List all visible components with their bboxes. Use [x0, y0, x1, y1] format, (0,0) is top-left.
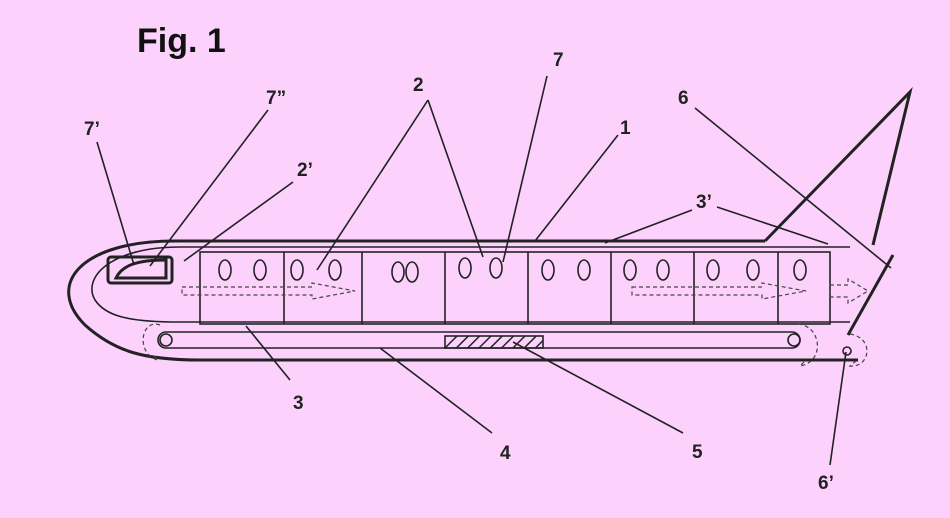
leader-2a	[316, 99, 429, 271]
flow-arrow-right	[631, 282, 807, 300]
leader-2b	[427, 99, 484, 258]
rear-roller	[842, 346, 852, 356]
label-6-prime: 6’	[818, 473, 834, 494]
cabin-windows	[218, 257, 807, 283]
leader-3p-b	[716, 206, 829, 245]
label-1: 1	[620, 118, 631, 139]
left-roller	[159, 333, 173, 347]
leader-3	[245, 325, 291, 381]
flow-arrow-exit	[829, 277, 870, 305]
leader-7p	[96, 141, 135, 266]
label-2-prime: 2’	[297, 160, 313, 181]
label-2: 2	[413, 75, 424, 96]
label-7-double-prime: 7”	[266, 88, 286, 109]
rotation-arrow-rear	[848, 333, 868, 367]
leader-7	[502, 75, 548, 263]
label-5: 5	[692, 442, 703, 463]
tail-fin	[763, 87, 913, 246]
label-7-prime: 7’	[84, 119, 100, 140]
label-3-prime: 3’	[696, 192, 712, 213]
leader-3p-a	[604, 209, 693, 244]
label-7: 7	[553, 50, 564, 71]
leader-7pp	[149, 109, 269, 267]
leader-6	[694, 107, 892, 269]
leader-5	[512, 341, 684, 434]
inner-nose-contour	[91, 246, 850, 323]
leader-2p	[183, 181, 294, 262]
rotation-arrow-right	[797, 323, 818, 367]
flow-arrow-left	[181, 282, 356, 300]
cockpit-windshield	[113, 258, 168, 280]
outer-hull	[67, 239, 858, 362]
cockpit-window-frame	[106, 255, 174, 285]
label-6: 6	[678, 88, 689, 109]
figure-title: Fig. 1	[137, 22, 226, 60]
rear-ramp	[846, 254, 895, 336]
leader-6p	[829, 351, 847, 466]
right-roller	[787, 333, 801, 347]
drive-unit	[444, 335, 544, 349]
label-4: 4	[500, 443, 511, 464]
cabin-modules-frame	[199, 251, 831, 325]
leader-4	[379, 347, 493, 434]
label-3: 3	[293, 393, 304, 414]
leader-1	[534, 134, 619, 242]
rotation-arrow-left	[142, 323, 161, 362]
